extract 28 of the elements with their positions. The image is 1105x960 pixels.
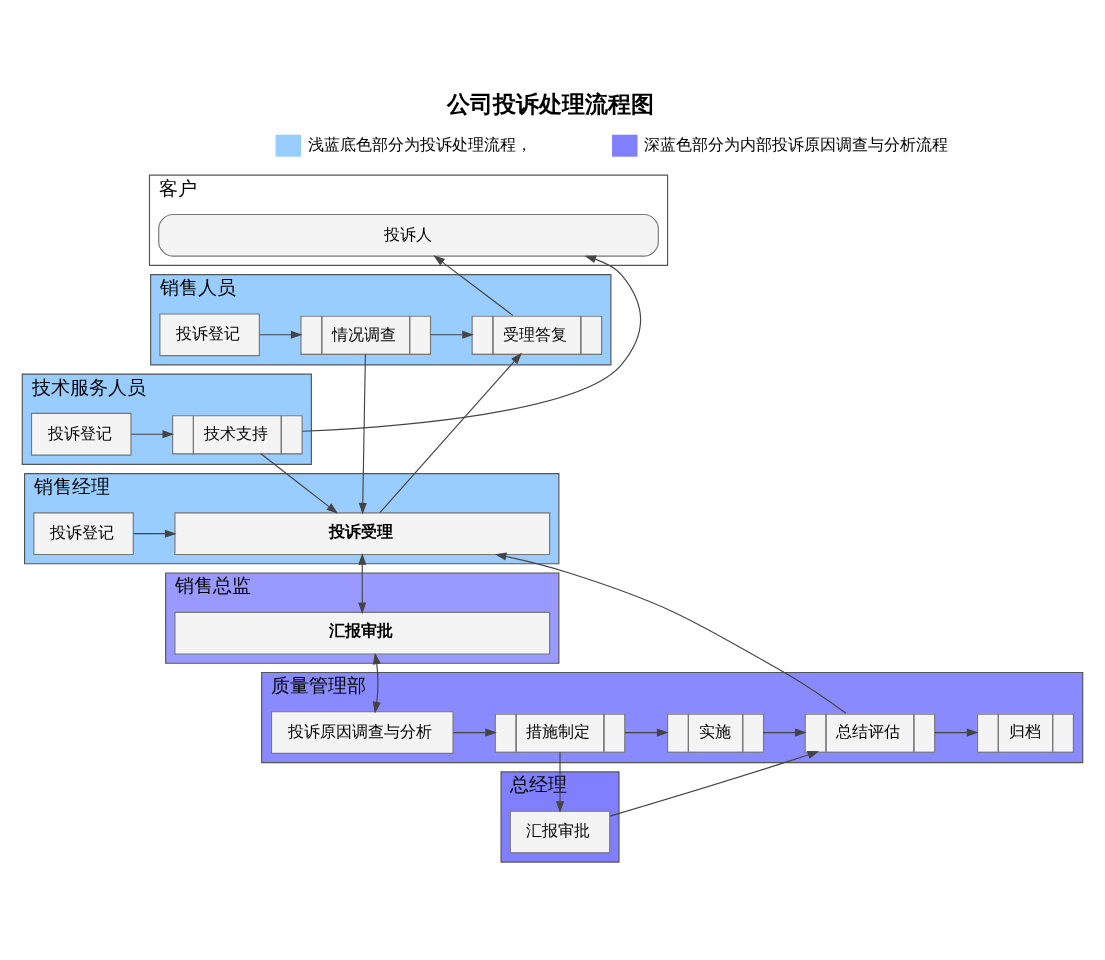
arrow	[130, 429, 175, 438]
arrow	[494, 552, 847, 714]
node-box: 投诉登记	[159, 312, 260, 356]
arrow	[430, 330, 474, 339]
arrow	[379, 352, 522, 513]
arrow	[609, 750, 820, 817]
node-box: 汇报审批	[174, 611, 551, 655]
node-box: 投诉登记	[33, 511, 134, 555]
node-box: 投诉受理	[174, 511, 551, 555]
diagram-title: 公司投诉处理流程图	[446, 90, 654, 117]
arrow	[372, 652, 381, 713]
arrow	[452, 728, 497, 737]
arrow	[555, 750, 565, 813]
arrow	[260, 452, 338, 514]
node-box: 汇报审批	[509, 810, 611, 853]
arrow	[259, 330, 303, 339]
arrow	[358, 353, 367, 514]
node-box: 投诉登记	[30, 412, 132, 456]
legend-label: 深蓝色部分为内部投诉原因调查与分析流程	[644, 134, 949, 154]
arrow	[762, 728, 807, 737]
arrow	[624, 728, 669, 737]
node-box: 投诉人	[158, 213, 659, 257]
arrow	[934, 728, 979, 737]
arrow	[133, 529, 177, 538]
legend-label: 浅蓝底色部分为投诉处理流程，	[307, 134, 532, 154]
arrow	[433, 254, 514, 316]
node-box: 投诉原因调查与分析	[270, 710, 454, 754]
arrow	[358, 552, 367, 614]
